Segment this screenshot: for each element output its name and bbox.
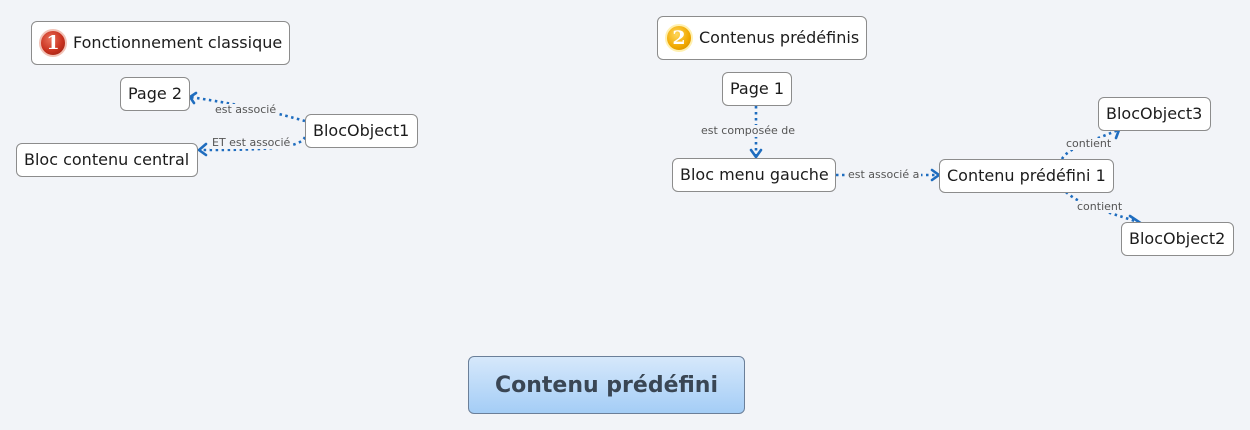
topic-title: Contenus prédéfinis bbox=[699, 28, 860, 47]
node-blocobject3[interactable]: BlocObject3 bbox=[1098, 97, 1211, 131]
link-label-contient-object3: contient bbox=[1064, 137, 1114, 150]
topic-contenus-predefinis[interactable]: 2 Contenus prédéfinis bbox=[657, 16, 867, 60]
topic-title: Fonctionnement classique bbox=[73, 33, 283, 52]
node-contenu-predefini-1[interactable]: Contenu prédéfini 1 bbox=[939, 159, 1114, 193]
node-label: Bloc contenu central bbox=[24, 150, 190, 169]
connector-page1-menu-arrowhead bbox=[749, 148, 763, 160]
node-blocobject1[interactable]: BlocObject1 bbox=[305, 114, 418, 148]
link-label-est-associe: est associé bbox=[213, 103, 279, 116]
root-title: Contenu prédéfini bbox=[494, 372, 719, 398]
root-topic[interactable]: Contenu prédéfini bbox=[468, 356, 745, 414]
node-label: Bloc menu gauche bbox=[680, 165, 829, 184]
connector-object1-page2-arrowhead bbox=[188, 91, 198, 105]
node-bloc-contenu-central[interactable]: Bloc contenu central bbox=[16, 143, 198, 177]
node-label: BlocObject2 bbox=[1129, 229, 1226, 248]
node-blocobject2[interactable]: BlocObject2 bbox=[1121, 222, 1234, 256]
node-page-1[interactable]: Page 1 bbox=[722, 72, 792, 106]
number-two-badge-icon: 2 bbox=[665, 24, 693, 52]
node-label: Page 2 bbox=[128, 84, 182, 103]
topic-fonctionnement-classique[interactable]: 1 Fonctionnement classique bbox=[31, 21, 290, 65]
link-label-et-est-associe: ET est associé bbox=[210, 136, 293, 149]
node-label: Contenu prédéfini 1 bbox=[947, 166, 1106, 185]
node-label: BlocObject1 bbox=[313, 121, 410, 140]
node-page-2[interactable]: Page 2 bbox=[120, 77, 190, 111]
node-bloc-menu-gauche[interactable]: Bloc menu gauche bbox=[672, 158, 836, 192]
node-label: Page 1 bbox=[730, 79, 784, 98]
node-label: BlocObject3 bbox=[1106, 104, 1203, 123]
link-label-est-composee-de: est composée de bbox=[699, 124, 798, 137]
number-one-badge-icon: 1 bbox=[39, 29, 67, 57]
link-label-est-associe-a: est associé a bbox=[846, 168, 922, 181]
connector-object1-contenu-arrowhead bbox=[196, 142, 208, 157]
link-label-contient-object2: contient bbox=[1075, 200, 1125, 213]
